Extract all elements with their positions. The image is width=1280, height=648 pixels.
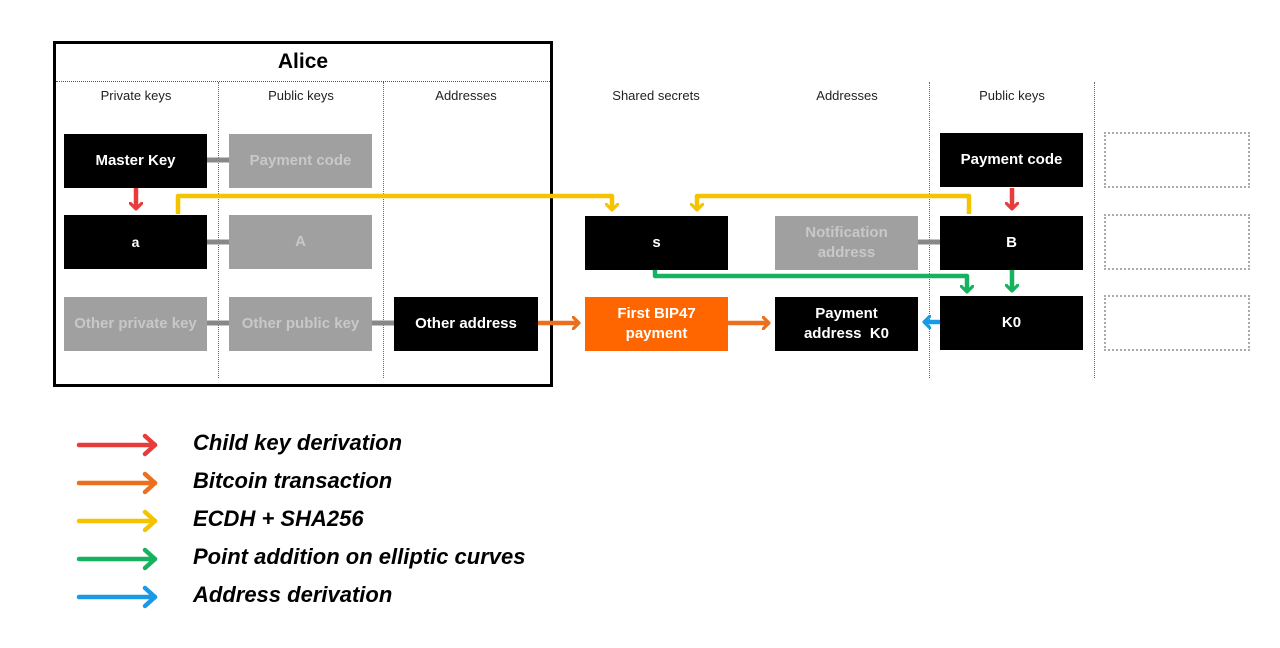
legend-arrow-blue (76, 585, 158, 609)
column-label-public-keys-alice: Public keys (268, 88, 334, 103)
node-payment-code-bob: Payment code (940, 133, 1083, 187)
node-payment-code-alice: Payment code (229, 134, 372, 188)
node-notification-address: Notification address (775, 216, 918, 270)
node-a: a (64, 215, 207, 269)
node-s: s (585, 216, 728, 270)
legend-arrow-green (76, 547, 158, 571)
legend-label: Child key derivation (193, 430, 403, 455)
legend-label: Address derivation (193, 582, 393, 607)
alice-header: Alice (56, 44, 550, 82)
arrow-a-to-s (175, 193, 612, 214)
alice-title: Alice (277, 50, 329, 73)
legend-arrow-yellow (76, 509, 158, 533)
node-other-address: Other address (394, 297, 538, 351)
legend-label: Point addition on elliptic curves (193, 544, 526, 569)
column-label-public-keys-bob: Public keys (979, 88, 1045, 103)
legend-item-address-derivation: Address derivation (75, 582, 555, 612)
legend-item-ecdh-sha256: ECDH + SHA256 (75, 506, 555, 536)
separator-alice-1 (218, 82, 219, 378)
legend-label: Bitcoin transaction (193, 468, 393, 493)
legend-item-point-addition: Point addition on elliptic curves (75, 544, 595, 574)
column-label-private-keys: Private keys (100, 88, 172, 103)
legend-arrow-orange (76, 471, 158, 495)
arrow-paymentcode-to-s (697, 193, 972, 214)
separator-alice-2 (383, 82, 384, 378)
separator-bob-1 (929, 82, 930, 378)
node-other-public-key: Other public key (229, 297, 372, 351)
placeholder-box-1 (1104, 132, 1250, 188)
legend-item-child-key-derivation: Child key derivation (75, 430, 555, 460)
column-label-addresses-alice: Addresses (435, 88, 497, 103)
placeholder-box-3 (1104, 295, 1250, 351)
placeholder-box-2 (1104, 214, 1250, 270)
alice-frame (53, 41, 553, 387)
column-label-shared-secrets: Shared secrets (612, 88, 700, 103)
node-master-key: Master Key (64, 134, 207, 188)
legend-label: ECDH + SHA256 (193, 506, 364, 531)
legend-item-bitcoin-transaction: Bitcoin transaction (75, 468, 555, 498)
separator-bob-2 (1094, 82, 1095, 378)
node-other-private-key: Other private key (64, 297, 207, 351)
node-K0: K0 (940, 296, 1083, 350)
node-first-bip47-payment: First BIP47 payment (585, 297, 728, 351)
column-label-addresses-bob: Addresses (816, 88, 878, 103)
node-B: B (940, 216, 1083, 270)
arrow-s-to-K0 (652, 270, 967, 292)
node-payment-address-k0: Payment address K0 (775, 297, 918, 351)
legend-arrow-red (76, 433, 158, 457)
node-A: A (229, 215, 372, 269)
